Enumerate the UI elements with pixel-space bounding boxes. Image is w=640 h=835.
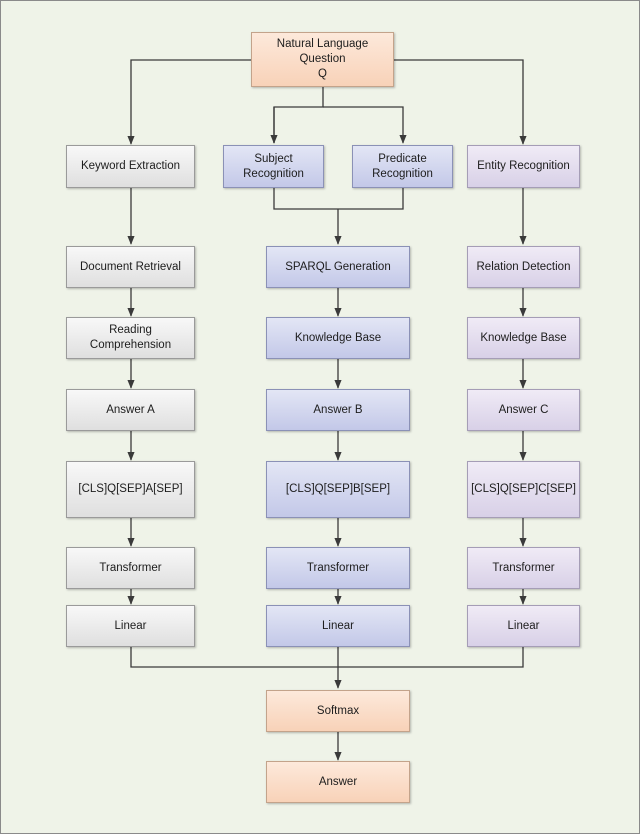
- connector-question-to-keyword: [127, 59, 251, 145]
- keyword-extraction-label: Keyword Extraction: [80, 160, 181, 172]
- sparql-generation-label: SPARQL Generation: [285, 260, 391, 273]
- softmax-node: Softmax: [266, 690, 410, 732]
- connector-question-to-predicate: [323, 106, 407, 144]
- answer-a-node: Answer A: [66, 389, 195, 431]
- connector-question-to-entity: [393, 59, 527, 145]
- input-sequence-b-label: [CLS]Q[SEP]B[SEP]: [285, 483, 391, 495]
- answer-a-label: Answer A: [106, 403, 155, 416]
- connector-linears-merge: [130, 647, 524, 668]
- transformer-c-node: Transformer: [467, 547, 580, 589]
- knowledge-base-b-label: Knowledge Base: [294, 331, 382, 344]
- entity-recognition-label: Entity Recognition: [477, 160, 570, 172]
- question-node: Natural Language Question Q: [251, 32, 394, 87]
- input-sequence-b-node: [CLS]Q[SEP]B[SEP]: [266, 461, 410, 518]
- reading-comprehension-label: Reading Comprehension: [89, 324, 172, 351]
- linear-c-label: Linear: [507, 619, 540, 632]
- predicate-recognition-node: Predicate Recognition: [352, 145, 453, 188]
- transformer-a-node: Transformer: [66, 547, 195, 589]
- answer-b-label: Answer B: [313, 403, 363, 416]
- transformer-b-label: Transformer: [306, 561, 370, 574]
- input-sequence-a-label: [CLS]Q[SEP]A[SEP]: [78, 483, 183, 495]
- relation-detection-label: Relation Detection: [476, 260, 571, 273]
- keyword-extraction-node: Keyword Extraction: [66, 145, 195, 188]
- connector-subject-predicate-merge: [273, 188, 404, 210]
- input-sequence-c-node: [CLS]Q[SEP]C[SEP]: [467, 461, 580, 518]
- answer-c-node: Answer C: [467, 389, 580, 431]
- linear-a-node: Linear: [66, 605, 195, 647]
- reading-comprehension-node: Reading Comprehension: [66, 317, 195, 359]
- transformer-b-node: Transformer: [266, 547, 410, 589]
- final-answer-node: Answer: [266, 761, 410, 803]
- linear-b-node: Linear: [266, 605, 410, 647]
- document-retrieval-label: Document Retrieval: [80, 260, 181, 273]
- linear-c-node: Linear: [467, 605, 580, 647]
- answer-c-label: Answer C: [498, 403, 549, 416]
- subject-recognition-label: Subject Recognition: [243, 152, 304, 180]
- sparql-generation-node: SPARQL Generation: [266, 246, 410, 288]
- entity-recognition-node: Entity Recognition: [467, 145, 580, 188]
- subject-recognition-node: Subject Recognition: [223, 145, 324, 188]
- knowledge-base-c-label: Knowledge Base: [480, 331, 567, 344]
- transformer-a-label: Transformer: [99, 561, 162, 574]
- connector-question-split: [273, 87, 324, 143]
- answer-b-node: Answer B: [266, 389, 410, 431]
- final-answer-label: Answer: [318, 775, 358, 788]
- document-retrieval-node: Document Retrieval: [66, 246, 195, 288]
- input-sequence-a-node: [CLS]Q[SEP]A[SEP]: [66, 461, 195, 518]
- softmax-label: Softmax: [316, 704, 360, 717]
- transformer-c-label: Transformer: [492, 561, 555, 574]
- predicate-recognition-label: Predicate Recognition: [372, 152, 433, 180]
- knowledge-base-c-node: Knowledge Base: [467, 317, 580, 359]
- linear-b-label: Linear: [322, 619, 354, 632]
- question-node-label: Natural Language Question Q: [276, 38, 369, 80]
- knowledge-base-b-node: Knowledge Base: [266, 317, 410, 359]
- relation-detection-node: Relation Detection: [467, 246, 580, 288]
- linear-a-label: Linear: [114, 619, 147, 632]
- input-sequence-c-label: [CLS]Q[SEP]C[SEP]: [471, 483, 576, 495]
